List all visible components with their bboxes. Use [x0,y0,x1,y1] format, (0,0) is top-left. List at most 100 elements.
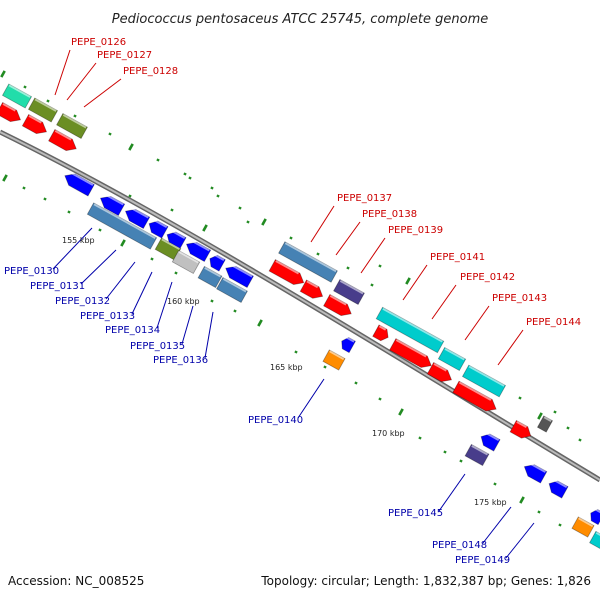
scale-tick [174,271,178,275]
gene-arrow-red-c [372,324,389,342]
label-leader-line [131,271,153,315]
gene-label-pepe-0143[interactable]: PEPE_0143 [492,293,547,304]
label-leader-line [360,237,386,274]
scale-tick [323,365,327,369]
scale-tick [23,85,27,89]
gene-block-pepe-0142 [437,346,467,372]
scale-label: 170 kbp [372,429,405,438]
scale-tick [73,114,77,118]
gene-arrow-blue-6 [209,253,226,272]
gene-label-pepe-0128[interactable]: PEPE_0128 [123,66,178,77]
label-leader-line [464,305,490,341]
scale-tick [493,482,497,486]
gene-arrow-pepe-0138 [268,259,305,285]
label-leaders [52,49,535,559]
label-leader-line [438,473,466,512]
scale-tick [233,309,237,313]
label-leader-line [310,205,335,243]
gene-label-pepe-0136[interactable]: PEPE_0136 [153,355,208,366]
scale-tick [354,381,358,385]
gene-label-pepe-0141[interactable]: PEPE_0141 [430,252,485,263]
scale-tick [46,99,50,103]
scale-tick [443,450,447,454]
label-leader-line [83,78,122,108]
gene-label-pepe-0130[interactable]: PEPE_0130 [4,266,59,277]
scale-tick [378,264,382,268]
scale-tick [43,197,47,201]
scale-label: 175 kbp [474,498,507,507]
scale-tick [98,228,102,232]
scale-tick [566,426,570,430]
gene-label-pepe-0131[interactable]: PEPE_0131 [30,281,85,292]
gene-label-pepe-0149[interactable]: PEPE_0149 [455,555,510,566]
scale-tick [210,186,214,190]
scale-tick [0,70,6,78]
scale-tick [128,194,132,198]
gene-label-pepe-0144[interactable]: PEPE_0144 [526,317,581,328]
gene-arrow-red-d [389,338,432,368]
gene-label-pepe-0126[interactable]: PEPE_0126 [71,37,126,48]
gene-arrow-edge-blue [590,507,600,526]
scale-tick [553,410,557,414]
gene-label-pepe-0132[interactable]: PEPE_0132 [55,296,110,307]
map-title: Pediococcus pentosaceus ATCC 25745, comp… [112,12,489,27]
scale-tick [128,143,134,151]
gene-arrow-pepe-0140 [341,335,356,354]
gene-arrow-pepe-0146 [480,431,501,452]
gene-arrow-pepe-0147 [523,461,548,484]
gene-block-pepe-0137 [278,241,338,283]
label-leader-line [335,221,361,256]
scale-label: 165 kbp [270,363,303,372]
gene-label-pepe-0138[interactable]: PEPE_0138 [362,209,417,220]
gene-arrow-blue-4 [166,229,187,250]
gene-label-pepe-0135[interactable]: PEPE_0135 [130,341,185,352]
gene-arrow-blue-1 [99,192,126,217]
gene-arrow-pepe-0128 [48,128,77,152]
scale-tick [518,396,522,400]
gene-block-pepe-0140-orange [322,349,346,371]
scale-tick [378,397,382,401]
label-leader-line [66,62,97,101]
gene-label-pepe-0142[interactable]: PEPE_0142 [460,272,515,283]
gene-arrow-blue-5 [185,238,212,263]
scale-tick [120,239,126,247]
scale-tick [150,257,154,261]
gene-label-pepe-0148[interactable]: PEPE_0148 [432,540,487,551]
gene-arrow-red-b [323,293,352,317]
scale-tick [246,220,250,224]
label-leader-line [80,249,117,285]
gene-label-pepe-0127[interactable]: PEPE_0127 [97,50,152,61]
label-leader-line [431,284,457,320]
scale-tick [370,283,374,287]
scale-tick [537,412,543,420]
gene-label-pepe-0134[interactable]: PEPE_0134 [105,325,160,336]
gene-block-small-gray [536,415,554,433]
scale-label: 155 kbp [62,236,95,245]
gene-arrow-pepe-0126 [0,101,22,123]
gene-block-olive-upper [27,97,59,123]
gene-block-teal [1,83,33,109]
gene-label-pepe-0133[interactable]: PEPE_0133 [80,311,135,322]
gene-label-pepe-0139[interactable]: PEPE_0139 [388,225,443,236]
scale-tick [202,224,208,232]
label-leader-line [402,264,428,301]
scale-tick [537,510,541,514]
gene-arrow-blue-3 [148,218,169,239]
gene-block-pepe-0130 [86,202,158,250]
scale-tick [216,194,220,198]
scale-tick [210,299,214,303]
gene-label-pepe-0140[interactable]: PEPE_0140 [248,415,303,426]
scale-tick [289,236,293,240]
gene-label-pepe-0145[interactable]: PEPE_0145 [388,508,443,519]
gene-block-pepe-0149-orange [571,516,595,538]
gene-arrow-red-e [426,361,453,383]
label-leader-line [505,522,535,559]
gene-arrow-red-a [299,279,324,299]
label-leader-line [482,506,512,544]
scale-label: 160 kbp [167,297,200,306]
gene-label-pepe-0137[interactable]: PEPE_0137 [337,193,392,204]
gene-block-pepe-0143 [461,364,507,398]
label-leader-line [204,311,214,359]
label-leader-line [52,227,93,270]
